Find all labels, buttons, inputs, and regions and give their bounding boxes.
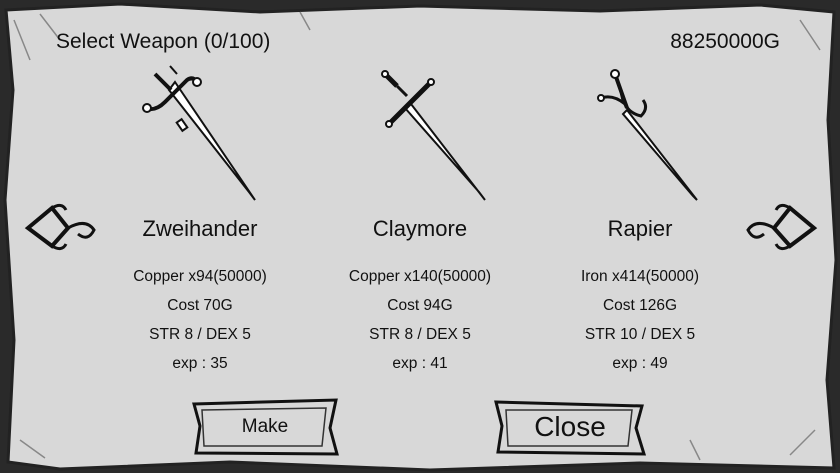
claymore-sword-icon xyxy=(381,70,486,201)
weapon-exp: exp : 35 xyxy=(172,355,228,372)
make-button[interactable]: Make xyxy=(190,398,340,456)
close-button-label: Close xyxy=(534,411,606,442)
weapon-card-claymore[interactable]: Claymore Copper x140(50000) Cost 94G STR… xyxy=(305,64,535,378)
close-button[interactable]: Close xyxy=(494,398,646,456)
gold-amount: 88250000G xyxy=(670,30,780,53)
weapon-exp: exp : 49 xyxy=(612,355,668,372)
weapon-material: Iron x414(50000) xyxy=(580,268,700,285)
weapon-name: Zweihander xyxy=(142,216,258,241)
weapon-material: Copper x94(50000) xyxy=(133,268,267,285)
weapon-stats: STR 10 / DEX 5 xyxy=(584,326,696,343)
arrow-left-icon xyxy=(24,203,96,251)
weapon-card-rapier[interactable]: Rapier Iron x414(50000) Cost 126G STR 10… xyxy=(525,64,755,378)
weapon-card-zweihander[interactable]: Zweihander Copper x94(50000) Cost 70G ST… xyxy=(85,64,315,378)
weapon-cost: Cost 94G xyxy=(387,297,453,314)
next-page-arrow[interactable] xyxy=(740,200,820,259)
weapon-cost: Cost 70G xyxy=(167,297,233,314)
make-button-label: Make xyxy=(241,416,289,437)
close-button-frame xyxy=(494,400,646,456)
arrow-right-icon xyxy=(746,203,818,251)
page-title: Select Weapon (0/100) xyxy=(56,30,271,53)
rapier-sword-icon xyxy=(597,69,698,201)
weapon-exp: exp : 41 xyxy=(392,355,448,372)
weapon-name: Rapier xyxy=(607,216,673,241)
make-button-frame xyxy=(192,398,339,456)
weapon-stats: STR 8 / DEX 5 xyxy=(149,326,251,343)
weapon-name: Claymore xyxy=(372,216,468,241)
weapon-material: Copper x140(50000) xyxy=(348,268,492,285)
weapon-cost: Cost 126G xyxy=(602,297,678,314)
weapon-stats: STR 8 / DEX 5 xyxy=(369,326,471,343)
previous-page-arrow[interactable] xyxy=(22,200,102,259)
zweihander-sword-icon xyxy=(142,65,256,201)
